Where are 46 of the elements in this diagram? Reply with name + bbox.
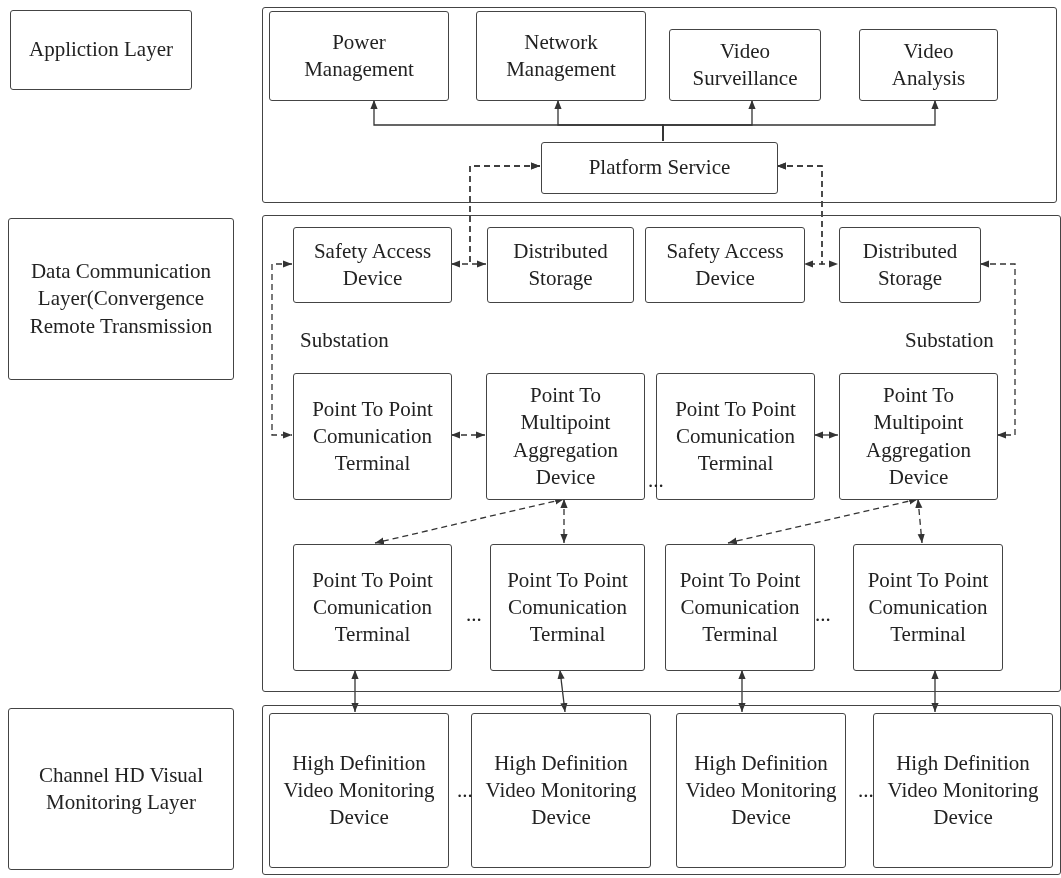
arrow [979, 260, 1016, 439]
arrow [450, 431, 486, 439]
process-box: Safety Access Device [293, 227, 452, 303]
ellipsis-mark: ... [457, 780, 473, 801]
ellipsis-mark: ... [466, 604, 482, 625]
process-box: Point To Point Comunication Terminal [665, 544, 815, 671]
ellipsis-mark: ... [815, 604, 831, 625]
arrow [776, 162, 839, 268]
process-box: Point To Point Comunication Terminal [293, 544, 452, 671]
process-box: Platform Service [541, 142, 778, 194]
process-box: High Definition Video Monitoring Device [873, 713, 1053, 868]
layer-panel [262, 705, 1061, 875]
process-box: Point To Multipoint Aggregation Device [486, 373, 645, 500]
arrow [351, 669, 359, 713]
layer-panel [262, 215, 1061, 692]
process-box: Safety Access Device [645, 227, 805, 303]
layer-panel [262, 7, 1057, 203]
process-box: Power Management [269, 11, 449, 101]
process-box: Network Management [476, 11, 646, 101]
arrow [931, 669, 939, 713]
arrow [813, 431, 839, 439]
substation-label: Substation [905, 330, 994, 351]
process-box: Point To Point Comunication Terminal [853, 544, 1003, 671]
arrow [469, 162, 541, 268]
ellipsis-mark: ... [858, 780, 874, 801]
ellipsis-mark: ... [648, 470, 664, 491]
process-box: High Definition Video Monitoring Device [471, 713, 651, 868]
arrow [560, 498, 568, 544]
process-box: High Definition Video Monitoring Device [269, 713, 449, 868]
layer-label-box: Appliction Layer [10, 10, 192, 90]
arrow [557, 669, 568, 713]
process-box: Point To Point Comunication Terminal [490, 544, 645, 671]
arrow [915, 498, 925, 544]
arrow [662, 99, 939, 142]
process-box: Distributed Storage [487, 227, 634, 303]
substation-label: Substation [300, 330, 389, 351]
layer-label-box: Channel HD Visual Monitoring Layer [8, 708, 234, 870]
process-box: Distributed Storage [839, 227, 981, 303]
process-box: Point To Point Comunication Terminal [293, 373, 452, 500]
process-box: Video Surveillance [669, 29, 821, 101]
process-box: Video Analysis [859, 29, 998, 101]
layer-label-box: Data Communication Layer(Convergence Remote Transmission [8, 218, 234, 380]
arrow [271, 260, 293, 439]
process-box: Point To Multipoint Aggregation Device [839, 373, 998, 500]
process-box: High Definition Video Monitoring Device [676, 713, 846, 868]
arrow [738, 669, 746, 713]
